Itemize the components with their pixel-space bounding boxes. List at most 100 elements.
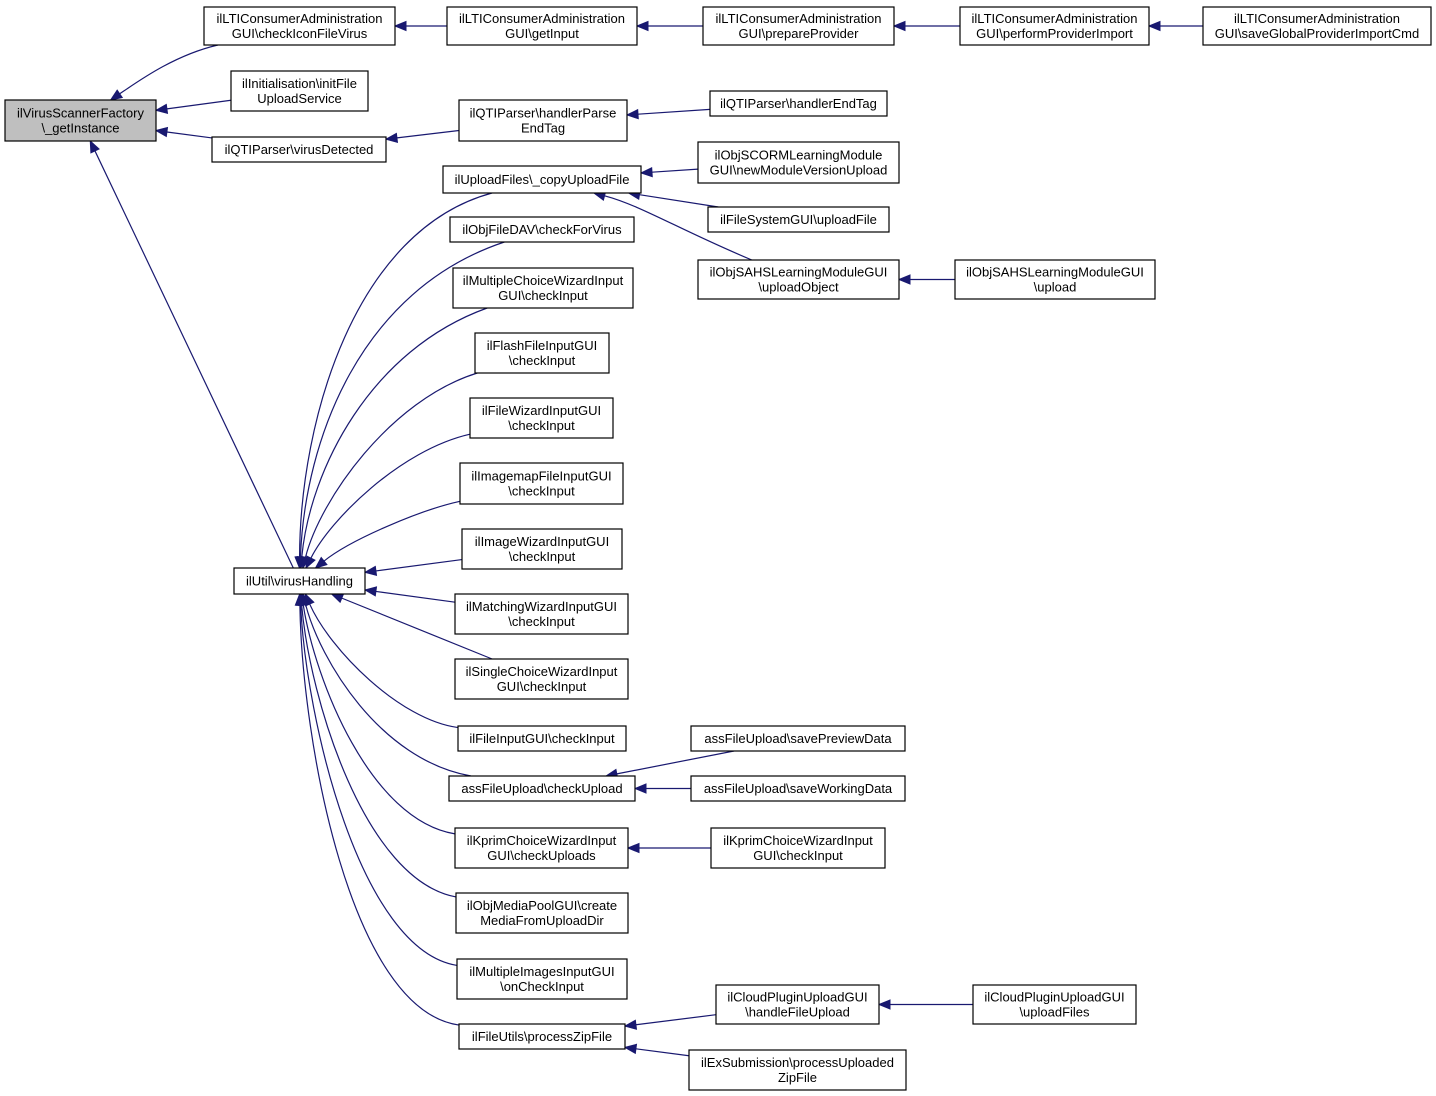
node-box[interactable] [449, 216, 635, 243]
node-box[interactable] [203, 6, 396, 46]
node-mediapool-create[interactable]: ilObjMediaPoolGUI\createMediaFromUploadD… [455, 892, 629, 934]
node-box[interactable] [972, 984, 1137, 1025]
node-lti-save-global[interactable]: ilLTIConsumerAdministrationGUI\saveGloba… [1202, 6, 1432, 46]
node-box[interactable] [461, 528, 623, 570]
node-box[interactable] [707, 206, 890, 233]
node-box[interactable] [454, 593, 629, 635]
node-box[interactable] [690, 725, 906, 752]
node-box[interactable] [233, 567, 366, 595]
node-box[interactable] [709, 90, 888, 117]
node-box[interactable] [442, 165, 642, 194]
node-label-line: ilCloudPluginUploadGUI [727, 990, 867, 1005]
node-box[interactable] [688, 1049, 907, 1091]
node-box[interactable] [710, 827, 886, 869]
node-box[interactable] [697, 141, 900, 184]
node-upload-copy[interactable]: ilUploadFiles\_copyUploadFile [442, 165, 642, 194]
node-box[interactable] [454, 827, 629, 869]
edge-ass_check_upload-to-util_virus [300, 592, 472, 777]
node-filedav-check[interactable]: ilObjFileDAV\checkForVirus [449, 216, 635, 243]
node-label-line: ilLTIConsumerAdministration [972, 11, 1138, 26]
node-image-wizard[interactable]: ilImageWizardInputGUI\checkInput [461, 528, 623, 570]
node-file-utils-zip[interactable]: ilFileUtils\processZipFile [458, 1023, 626, 1050]
node-box[interactable] [448, 775, 636, 802]
node-sahs-upload[interactable]: ilObjSAHSLearningModuleGUI\upload [954, 259, 1156, 300]
node-box[interactable] [458, 99, 628, 142]
node-label-line: ilKprimChoiceWizardInput [467, 833, 617, 848]
node-box[interactable] [455, 892, 629, 934]
node-mc-wizard[interactable]: ilMultipleChoiceWizardInputGUI\checkInpu… [452, 267, 634, 309]
node-box[interactable] [474, 332, 610, 374]
node-box[interactable] [469, 397, 614, 439]
node-cloud-upload[interactable]: ilCloudPluginUploadGUI\uploadFiles [972, 984, 1137, 1025]
node-label-line: GUI\performProviderImport [976, 26, 1133, 41]
edge-lti_get_input-to-lti_check_icon [393, 20, 447, 32]
node-lti-check-icon[interactable]: ilLTIConsumerAdministrationGUI\checkIcon… [203, 6, 396, 46]
node-box[interactable] [459, 462, 624, 505]
node-cloud-handle[interactable]: ilCloudPluginUploadGUI\handleFileUpload [715, 984, 880, 1025]
node-file-input[interactable]: ilFileInputGUI\checkInput [457, 725, 627, 752]
edge-line [637, 108, 711, 115]
arrowhead-icon [635, 20, 649, 32]
node-box[interactable] [4, 99, 157, 142]
node-box[interactable] [211, 136, 387, 163]
edge-ass_save_working-to-ass_check_upload [633, 783, 691, 794]
node-label-line: GUI\checkInput [498, 288, 588, 303]
node-box[interactable] [458, 1023, 626, 1050]
node-lti-perform[interactable]: ilLTIConsumerAdministrationGUI\performPr… [959, 6, 1150, 46]
node-box[interactable] [715, 984, 880, 1025]
node-root[interactable]: ilVirusScannerFactory\_getInstance [4, 99, 157, 142]
node-scorm-new-version[interactable]: ilObjSCORMLearningModuleGUI\newModuleVer… [697, 141, 900, 184]
node-box[interactable] [959, 6, 1150, 46]
arrowhead-icon [623, 1019, 638, 1030]
node-label-line: ZipFile [778, 1070, 817, 1085]
node-matching-wizard[interactable]: ilMatchingWizardInputGUI\checkInput [454, 593, 629, 635]
node-ass-save-working[interactable]: assFileUpload\saveWorkingData [690, 775, 906, 802]
edge-line [396, 129, 460, 139]
node-box[interactable] [446, 6, 638, 46]
edge-line [304, 372, 478, 558]
node-box[interactable] [457, 725, 627, 752]
arrowhead-icon [314, 556, 328, 569]
node-lti-prepare[interactable]: ilLTIConsumerAdministrationGUI\preparePr… [702, 6, 895, 46]
node-box[interactable] [702, 6, 895, 46]
node-sahs-upload-object[interactable]: ilObjSAHSLearningModuleGUI\uploadObject [697, 259, 900, 300]
node-label-line: ilObjMediaPoolGUI\create [467, 898, 617, 913]
node-box[interactable] [230, 70, 369, 112]
node-flash-input[interactable]: ilFlashFileInputGUI\checkInput [474, 332, 610, 374]
node-box[interactable] [456, 958, 628, 1000]
edge-qti_handler_parse-to-qti_virus [384, 129, 460, 144]
node-label-line: GUI\checkIconFileVirus [232, 26, 368, 41]
node-box[interactable] [452, 267, 634, 309]
node-label-line: GUI\checkInput [753, 848, 843, 863]
node-ass-check-upload[interactable]: assFileUpload\checkUpload [448, 775, 636, 802]
node-box[interactable] [697, 259, 900, 300]
node-box[interactable] [690, 775, 906, 802]
node-qti-virus[interactable]: ilQTIParser\virusDetected [211, 136, 387, 163]
arrowhead-icon [89, 139, 100, 154]
node-qti-handler-end[interactable]: ilQTIParser\handlerEndTag [709, 90, 888, 117]
node-label-line: ilImagemapFileInputGUI [471, 469, 611, 484]
node-box[interactable] [954, 259, 1156, 300]
node-label-line: GUI\prepareProvider [739, 26, 860, 41]
node-fs-upload-file[interactable]: ilFileSystemGUI\uploadFile [707, 206, 890, 233]
edge-util_virus-to-root [89, 139, 294, 569]
node-box[interactable] [1202, 6, 1432, 46]
node-ass-save-preview[interactable]: assFileUpload\savePreviewData [690, 725, 906, 752]
node-label-line: ilObjFileDAV\checkForVirus [462, 222, 622, 237]
node-imagemap-input[interactable]: ilImagemapFileInputGUI\checkInput [459, 462, 624, 505]
node-multi-images[interactable]: ilMultipleImagesInputGUI\onCheckInput [456, 958, 628, 1000]
node-box[interactable] [454, 658, 629, 700]
node-file-wizard[interactable]: ilFileWizardInputGUI\checkInput [469, 397, 614, 439]
node-label-line: ilObjSAHSLearningModuleGUI [710, 265, 888, 280]
node-label-line: \handleFileUpload [745, 1005, 850, 1020]
arrowhead-icon [330, 593, 345, 604]
node-label-line: ilLTIConsumerAdministration [217, 11, 383, 26]
node-util-virus[interactable]: ilUtil\virusHandling [233, 567, 366, 595]
